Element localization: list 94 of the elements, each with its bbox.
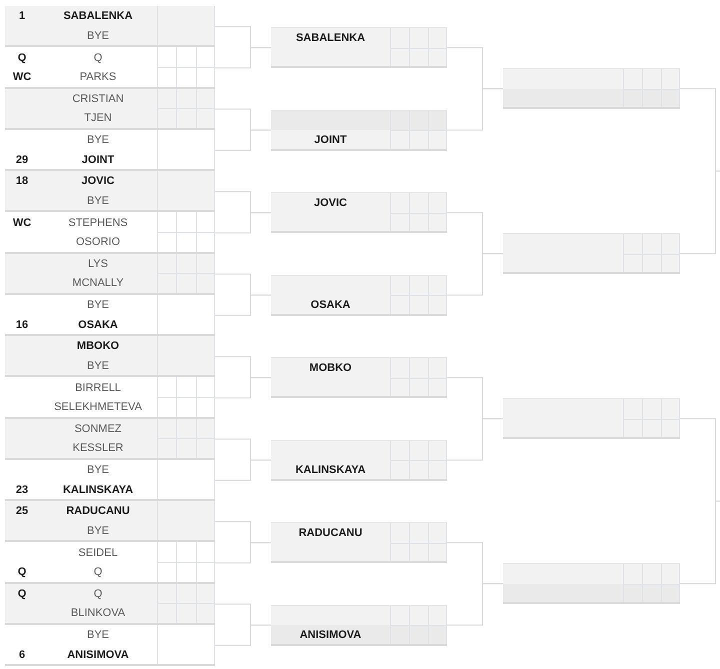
player-name: JOVIC [314,196,347,210]
player-name: CRISTIAN [72,92,124,106]
seed-label: Q [18,50,26,65]
player-name: JOVIC [82,174,114,188]
match-box [271,357,447,398]
bracket-line [214,542,272,564]
player-name: ANISIMOVA [300,628,362,642]
bracket-line [446,253,504,296]
match-box [5,294,215,336]
match-box [271,522,447,564]
player-name: JOINT [314,133,347,148]
match-box [5,254,215,295]
match-box [5,542,215,584]
match-box [5,47,215,88]
seed-label: 18 [16,174,28,188]
match-box [271,110,447,151]
player-name: JOINT [82,152,114,167]
player-name: MBOKO [76,339,120,354]
match-box [5,212,215,254]
bracket-line [446,88,504,131]
player-name: STEPHENS [68,216,128,230]
bracket-line [214,47,272,68]
seed-label: 29 [16,152,28,167]
seed-label: 6 [18,648,26,662]
player-name: KALINSKAYA [295,463,366,478]
bracket-line [214,624,272,646]
player-name: SELEKHMETEVA [54,400,142,414]
player-name: SEIDEL [78,546,118,560]
player-name: BYE [87,298,109,312]
seed-label: Q [18,565,26,580]
match-box [5,377,215,418]
player-name: SABALENKA [63,9,133,24]
player-name: MCNALLY [72,276,124,290]
player-name: BYE [87,28,109,43]
player-name: BYE [87,524,109,538]
player-name: Q [94,50,102,65]
bracket-line [214,294,272,316]
bracket-line [214,377,272,398]
match-box [503,563,680,604]
match-box [5,336,215,378]
player-name: Q [94,565,102,580]
player-name: BYE [87,463,109,478]
player-name: SABALENKA [296,31,366,46]
match-box [5,624,215,666]
match-box [271,274,447,316]
player-name: KALINSKAYA [62,482,134,497]
player-name: PARKS [80,70,116,84]
match-box [5,171,215,212]
player-name: ANISIMOVA [67,648,129,662]
match-box [271,192,447,234]
bracket-line [680,500,720,584]
bracket-line [446,583,504,626]
seed-label: 25 [16,504,28,518]
match-box [5,88,215,130]
player-name: BYE [87,358,109,373]
bracket-line [214,130,272,151]
player-name: SONMEZ [74,422,122,436]
match-box [5,130,215,171]
match-box [271,27,447,68]
match-box [5,501,215,542]
seed-label: WC [12,70,32,84]
match-box [271,604,447,646]
player-name: KESSLER [72,441,124,456]
player-name: Q [94,586,102,601]
match-box [271,440,447,481]
match-box [5,584,215,625]
match-box [503,68,680,110]
player-name: LYS [88,256,108,271]
bracket-line [214,460,272,481]
match-box [5,418,215,460]
seed-label: 16 [16,318,28,332]
player-name: BYE [87,194,109,208]
player-name: BLINKOVA [70,606,126,620]
match-box [503,398,680,440]
player-name: RADUCANU [66,504,130,518]
player-name: OSAKA [78,318,118,332]
bracket-line [214,212,272,234]
match-box [5,460,215,501]
player-name: BYE [87,133,109,148]
bracket-line [680,170,720,254]
seed-label: WC [12,216,32,230]
player-name: MOBKO [309,361,352,376]
seed-label: 1 [18,9,26,24]
bracket-line [446,418,504,461]
player-name: OSORIO [76,235,120,250]
player-name: BIRRELL [75,380,121,395]
match-box [503,233,680,274]
match-box [5,6,215,48]
player-name: TJEN [84,111,112,126]
player-name: OSAKA [310,298,350,312]
seed-label: Q [18,586,26,601]
player-name: RADUCANU [298,526,362,540]
seed-label: 23 [16,482,28,497]
player-name: BYE [87,628,109,642]
